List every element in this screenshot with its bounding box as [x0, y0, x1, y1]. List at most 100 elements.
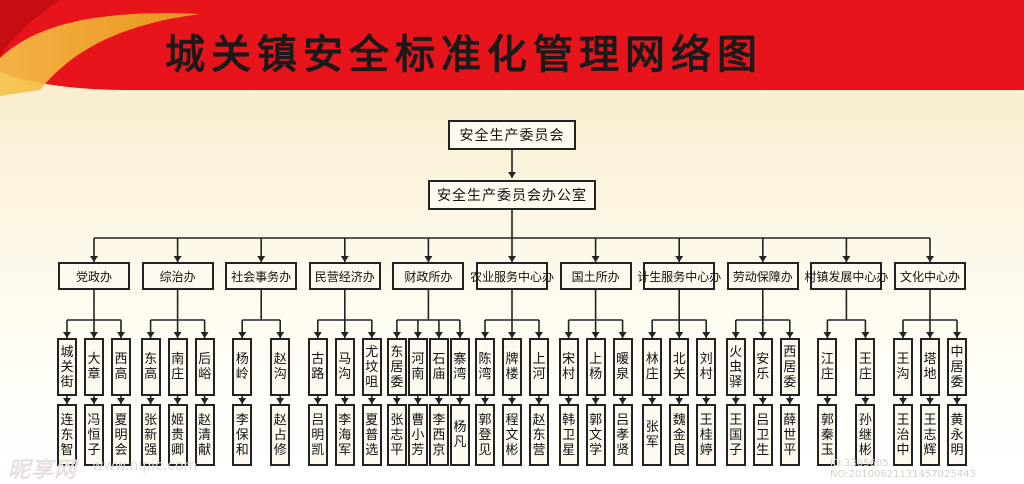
arrow-head [785, 398, 794, 404]
village-box: 马沟 [334, 338, 355, 396]
village-box: 石庙 [428, 338, 449, 396]
contact-person-box: 吕卫生 [752, 404, 773, 466]
arrow-head [238, 332, 247, 338]
village-box: 江庄 [817, 338, 838, 396]
department-box: 计生服务中心办 [637, 262, 721, 290]
arrow-head [785, 332, 794, 338]
contact-person-box: 张新强 [140, 404, 161, 466]
arrow-head [392, 332, 401, 338]
arrow-head [861, 398, 870, 404]
arrow-head [591, 256, 600, 262]
contact-person-box: 韩卫星 [558, 404, 579, 466]
arrow-head [413, 332, 422, 338]
arrow-head [200, 398, 209, 404]
watermark-url: www.nipic.com [92, 458, 198, 474]
arrow-head [90, 398, 98, 404]
department-box: 文化中心办 [894, 262, 966, 290]
contact-person-box: 黄永明 [947, 404, 967, 466]
department-box: 农业服务中心办 [470, 262, 554, 290]
arrow-head [953, 332, 961, 338]
contact-person-box: 郭登见 [475, 404, 495, 466]
contact-person-box: 孙继彬 [855, 404, 876, 466]
watermark-logo: 昵享网 [8, 458, 78, 483]
arrow-head [257, 256, 266, 262]
office-box: 安全生产委员会办公室 [428, 180, 596, 210]
arrow-head [63, 398, 71, 404]
contact-person-box: 王志辉 [920, 404, 940, 466]
contact-person-box: 王桂婷 [696, 404, 717, 466]
village-box: 火虫驿 [725, 338, 746, 396]
village-box: 杨岭 [232, 338, 253, 396]
arrow-head [618, 398, 627, 404]
arrow-head [481, 398, 489, 404]
arrow-head [117, 332, 125, 338]
contact-person-box: 姬贵卿 [167, 404, 188, 466]
red-banner [0, 0, 1024, 96]
village-box: 宋村 [558, 338, 579, 396]
village-box: 大章 [84, 338, 104, 396]
village-box: 王沟 [893, 338, 913, 396]
contact-person-box: 郭文学 [585, 404, 606, 466]
contact-person-box: 吕孝贤 [612, 404, 633, 466]
arrow-head [276, 398, 285, 404]
contact-person-box: 薛世平 [779, 404, 800, 466]
arrow-head [731, 398, 740, 404]
arrow-head [434, 332, 443, 338]
arrow-head [926, 332, 934, 338]
village-box: 上河 [529, 338, 549, 396]
village-box: 东高 [140, 338, 161, 396]
department-box: 社会事务办 [225, 262, 298, 290]
arrow-head [313, 332, 322, 338]
arrow-head [675, 332, 684, 338]
contact-person-box: 赵清献 [194, 404, 215, 466]
arrow-head [731, 332, 740, 338]
contact-person-box: 李保和 [232, 404, 253, 466]
department-box: 劳动保障办 [726, 262, 799, 290]
department-box: 村镇发展中心办 [804, 262, 888, 290]
village-box: 安乐 [752, 338, 773, 396]
arrow-head [276, 332, 285, 338]
arrow-head [861, 332, 870, 338]
contact-person-box: 杨凡 [449, 404, 470, 466]
village-box: 西居委 [779, 338, 800, 396]
arrow-head [173, 332, 182, 338]
arrow-head [758, 256, 767, 262]
contact-person-box: 郭秦玉 [817, 404, 838, 466]
arrow-head [508, 398, 516, 404]
arrow-head [117, 398, 125, 404]
contact-person-box: 李西京 [428, 404, 449, 466]
root-box: 安全生产委员会 [448, 120, 576, 150]
arrow-head [146, 332, 155, 338]
contact-person-box: 连东智 [57, 404, 77, 466]
arrow-head [238, 398, 247, 404]
contact-person-box: 吕明凯 [307, 404, 328, 466]
contact-person-box: 张志平 [386, 404, 407, 466]
arrow-head [535, 332, 543, 338]
image-id-text: ID:3365605 NO:20100621131457025443 [830, 458, 976, 480]
village-box: 东居委 [386, 338, 407, 396]
contact-person-box: 曹小芳 [407, 404, 428, 466]
contact-person-box: 赵东营 [529, 404, 549, 466]
village-box: 王庄 [855, 338, 876, 396]
village-box: 古路 [307, 338, 328, 396]
department-box: 财政所办 [392, 262, 465, 290]
village-box: 后峪 [194, 338, 215, 396]
arrow-head [481, 332, 489, 338]
village-box: 寨湾 [449, 338, 470, 396]
contact-person-box: 夏明会 [111, 404, 131, 466]
contact-person-box: 程文彬 [502, 404, 522, 466]
arrow-head [508, 332, 516, 338]
arrow-head [367, 332, 376, 338]
arrow-head [413, 398, 422, 404]
department-box: 民营经济办 [308, 262, 381, 290]
arrow-head [564, 332, 573, 338]
contact-person-box: 王国子 [725, 404, 746, 466]
arrow-head [591, 398, 600, 404]
arrow-head [434, 398, 443, 404]
village-box: 城关街 [57, 338, 77, 396]
arrow-head [758, 398, 767, 404]
arrow-head [823, 332, 832, 338]
arrow-head [508, 256, 516, 262]
arrow-head [508, 172, 516, 178]
arrow-head [758, 332, 767, 338]
